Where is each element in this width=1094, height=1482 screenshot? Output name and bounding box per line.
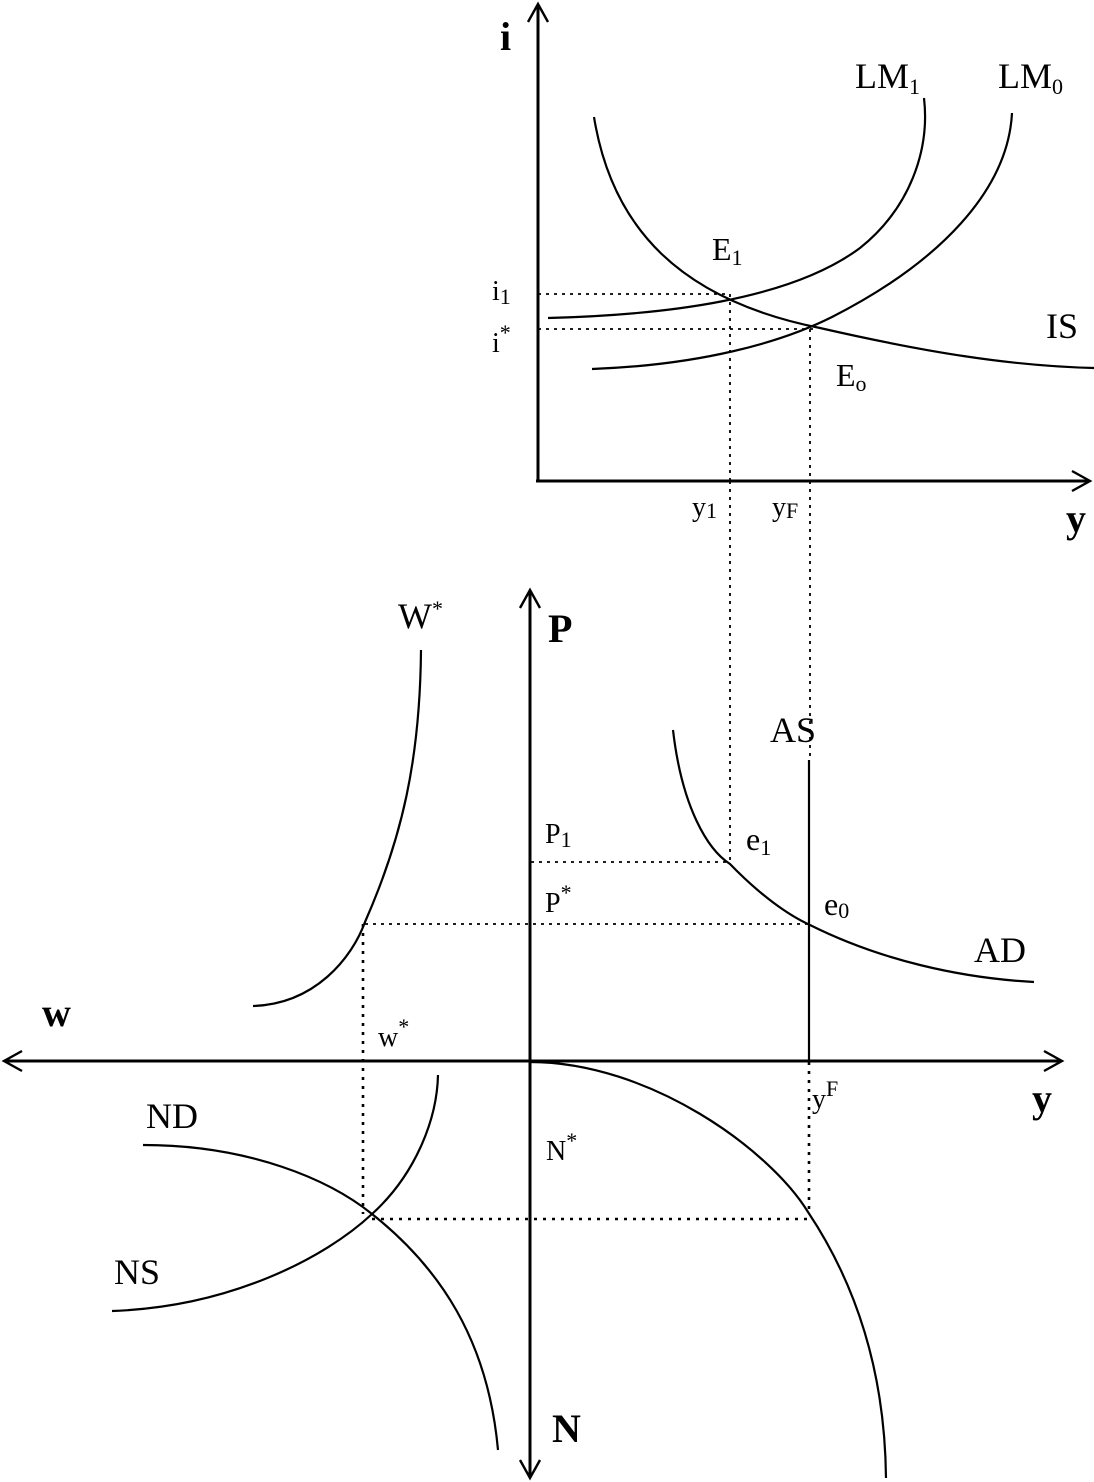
wage-axis-arrowhead <box>1 1049 23 1073</box>
labor-axis-label: N <box>552 1406 581 1451</box>
lm0-curve <box>591 112 1014 371</box>
ad-label: AD <box>974 930 1026 970</box>
ns-label: NS <box>114 1252 160 1292</box>
pstar-tick-label: P* <box>545 880 572 919</box>
labor-axis-arrowhead <box>518 1459 542 1481</box>
wstar-tick-label: w* <box>378 1014 409 1053</box>
e0-small-point-label: e0 <box>824 886 849 923</box>
e1-small-point-label: e1 <box>746 821 771 860</box>
istar-tick-label: i* <box>492 320 511 359</box>
e1-point-label: E1 <box>712 231 743 270</box>
lm1-curve <box>547 97 927 320</box>
four-quadrant-panel: P w y N W* AS AD ND NS e1 e0 P1 P* w* yF… <box>1 587 1065 1481</box>
price-axis-label: P <box>548 606 572 651</box>
as-label: AS <box>770 710 816 750</box>
e0-point-label: Eo <box>836 357 867 396</box>
islm-interest-axis-arrowhead <box>526 1 550 23</box>
output-axis-arrowhead <box>1043 1049 1065 1073</box>
nstar-tick-label: N* <box>546 1128 577 1167</box>
is-curve <box>592 116 1094 370</box>
yf-tick-label: yF <box>772 492 798 523</box>
islm-interest-axis-label: i <box>500 14 511 59</box>
yf-small-tick-label: yF <box>812 1076 838 1115</box>
lm0-label: LM0 <box>998 56 1063 99</box>
nd-label: ND <box>146 1096 198 1136</box>
islm-output-axis-arrowhead <box>1071 469 1093 493</box>
wstar-curve-label: W* <box>398 596 443 636</box>
wstar-curve <box>252 649 423 1008</box>
wage-axis-label: w <box>42 990 71 1035</box>
y1-tick-label: y1 <box>692 492 717 523</box>
nd-curve <box>142 1143 500 1451</box>
islm-panel: i y LM1 LM0 IS E1 Eo i1 i* y1 yF <box>492 1 1094 541</box>
ns-curve <box>111 1074 440 1313</box>
lm1-label: LM1 <box>855 56 920 99</box>
is-label: IS <box>1046 306 1078 346</box>
ad-curve <box>671 729 1035 984</box>
output-axis-label: y <box>1032 1076 1052 1121</box>
i1-tick-label: i1 <box>492 276 511 309</box>
price-axis-arrowhead <box>518 587 542 609</box>
production-curve <box>529 1060 888 1479</box>
p1-tick-label: P1 <box>545 819 572 852</box>
islm-output-axis-label: y <box>1066 496 1086 541</box>
